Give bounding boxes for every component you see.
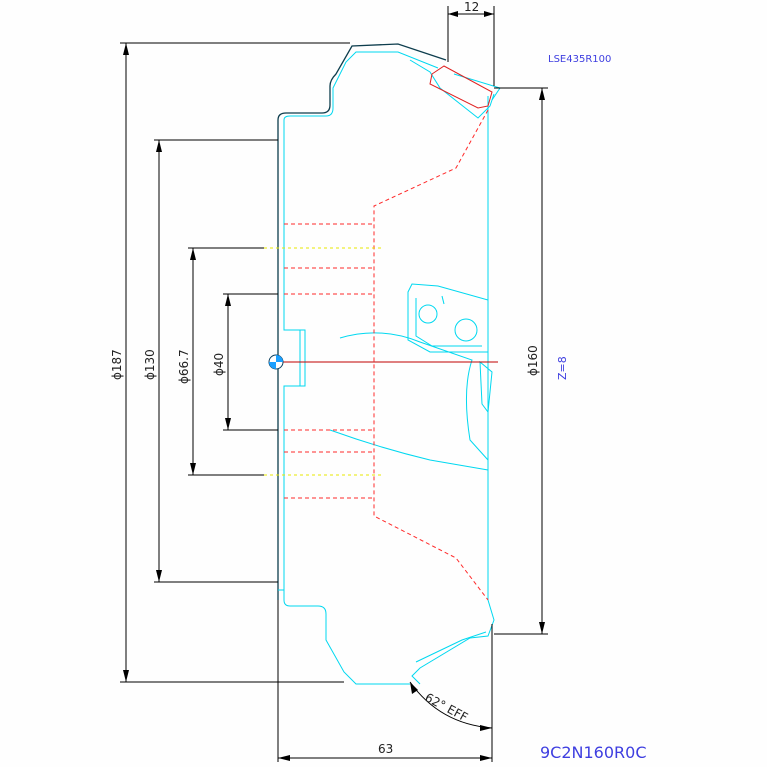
label-phi-160: ϕ160: [526, 345, 540, 376]
label-phi-66-7: ϕ66.7: [177, 349, 191, 384]
dimension-width-12: [447, 6, 495, 86]
label-phi-40: ϕ40: [212, 353, 226, 376]
label-phi-130: ϕ130: [143, 349, 157, 380]
dimension-angle: [409, 681, 493, 731]
dimension-phi-160: [494, 87, 548, 635]
bolt-circle-lines: [264, 247, 384, 476]
dimension-phi-187: [120, 42, 350, 683]
label-tool-code: 9C2N160R0C: [540, 743, 647, 762]
dimension-phi-66-7: [188, 247, 264, 476]
label-angle: 62° EFF: [423, 690, 471, 724]
hidden-lines: [284, 109, 489, 601]
cutter-body-contour: [278, 51, 501, 685]
insert-red-outline: [429, 65, 493, 109]
label-teeth-count: Z=8: [556, 356, 569, 380]
dimension-phi-130: [154, 139, 278, 583]
dimension-width-63: [277, 600, 493, 762]
label-width-12: 12: [464, 0, 479, 14]
center-symbol-icon: [268, 354, 284, 370]
cutter-body-outline: [277, 43, 447, 600]
label-phi-187: ϕ187: [110, 349, 124, 380]
label-insert-code: LSE435R100: [548, 54, 611, 65]
dimension-phi-40: [223, 293, 278, 431]
label-width-63: 63: [378, 742, 393, 756]
